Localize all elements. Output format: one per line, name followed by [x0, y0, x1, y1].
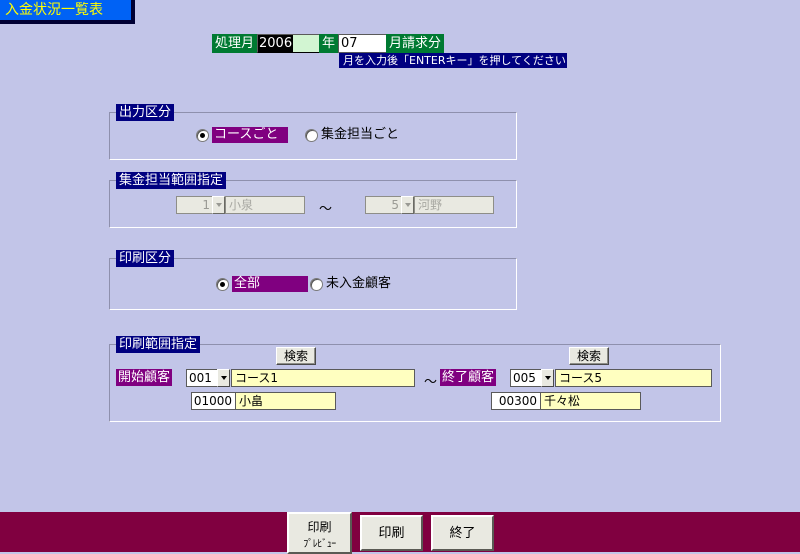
start-course-name[interactable]: コース1 — [231, 369, 415, 387]
exit-button[interactable]: 終了 — [431, 515, 494, 551]
page-title: 入金状況一覧表 — [5, 2, 103, 18]
start-customer-code[interactable]: 01000 — [191, 392, 235, 410]
end-customer-code[interactable]: 00300 — [491, 392, 540, 410]
print-preview-button-line2: ﾌﾟﾚﾋﾞｭｰ — [303, 539, 336, 550]
month-input[interactable]: 07 — [338, 34, 387, 53]
print-division-group: 印刷区分 全部 未入金顧客 — [109, 250, 517, 310]
radio-print-unpaid-label: 未入金顧客 — [326, 276, 392, 291]
chevron-down-icon[interactable] — [541, 369, 554, 387]
year-unit-label: 年 — [319, 34, 339, 53]
processing-month-label: 処理月 — [212, 34, 258, 53]
radio-output-by-course[interactable]: コースごと — [196, 127, 288, 143]
start-course-combo[interactable]: 001 — [186, 369, 230, 387]
end-course-code: 005 — [510, 369, 541, 387]
search-button-start[interactable]: 検索 — [276, 347, 316, 365]
window-title-bar: 入金状況一覧表 — [0, 0, 131, 20]
collector-from-name: 小泉 — [225, 196, 305, 214]
end-customer-label: 終了顧客 — [440, 369, 497, 386]
input-hint-message: 月を入力後「ENTERキー」を押してください — [339, 53, 567, 68]
radio-print-all[interactable]: 全部 — [216, 276, 308, 292]
start-customer-name[interactable]: 小畠 — [235, 392, 336, 410]
year-input[interactable]: 2006 — [257, 34, 320, 53]
processing-month-row: 処理月 2006 年 07 月請求分 — [212, 34, 445, 53]
collector-to-combo: 5 河野 — [365, 196, 494, 214]
radio-print-unpaid[interactable]: 未入金顧客 — [310, 276, 391, 292]
end-course-name[interactable]: コース5 — [555, 369, 712, 387]
print-preview-button[interactable]: 印刷 ﾌﾟﾚﾋﾞｭｰ — [287, 512, 352, 554]
end-course-combo[interactable]: 005 — [510, 369, 554, 387]
collector-from-code: 1 — [176, 196, 212, 214]
year-input-value: 2006 — [258, 35, 294, 52]
collector-range-group: 集金担当範囲指定 1 小泉 ～ 5 河野 — [109, 172, 517, 228]
start-customer-label: 開始顧客 — [116, 369, 173, 386]
radio-output-by-collector-label: 集金担当ごと — [321, 127, 400, 142]
radio-output-by-course-label: コースごと — [212, 127, 288, 143]
print-preview-button-line1: 印刷 — [307, 520, 332, 534]
radio-dot-icon — [216, 277, 229, 291]
collector-range-legend: 集金担当範囲指定 — [116, 172, 227, 189]
chevron-down-icon[interactable] — [217, 369, 230, 387]
radio-output-by-collector[interactable]: 集金担当ごと — [305, 127, 399, 143]
radio-print-all-label: 全部 — [232, 276, 308, 292]
collector-to-code: 5 — [365, 196, 401, 214]
end-customer-name[interactable]: 千々松 — [540, 392, 641, 410]
print-range-separator: ～ — [424, 375, 438, 390]
radio-dot-icon — [305, 128, 318, 142]
output-division-legend: 出力区分 — [116, 104, 175, 121]
search-button-end[interactable]: 検索 — [569, 347, 609, 365]
chevron-down-icon — [401, 196, 414, 214]
print-range-group: 印刷範囲指定 検索 検索 開始顧客 001 コース1 ～ 01000 小畠 終了… — [109, 336, 721, 422]
month-suffix-label: 月請求分 — [386, 34, 445, 53]
collector-from-combo: 1 小泉 — [176, 196, 305, 214]
print-button[interactable]: 印刷 — [360, 515, 423, 551]
start-course-code: 001 — [186, 369, 217, 387]
radio-dot-icon — [196, 128, 209, 142]
chevron-down-icon — [212, 196, 225, 214]
print-division-legend: 印刷区分 — [116, 250, 175, 267]
output-division-group: 出力区分 コースごと 集金担当ごと — [109, 104, 517, 160]
print-range-legend: 印刷範囲指定 — [116, 336, 201, 353]
collector-to-name: 河野 — [414, 196, 494, 214]
radio-dot-icon — [310, 277, 323, 291]
collector-range-separator: ～ — [319, 202, 333, 217]
